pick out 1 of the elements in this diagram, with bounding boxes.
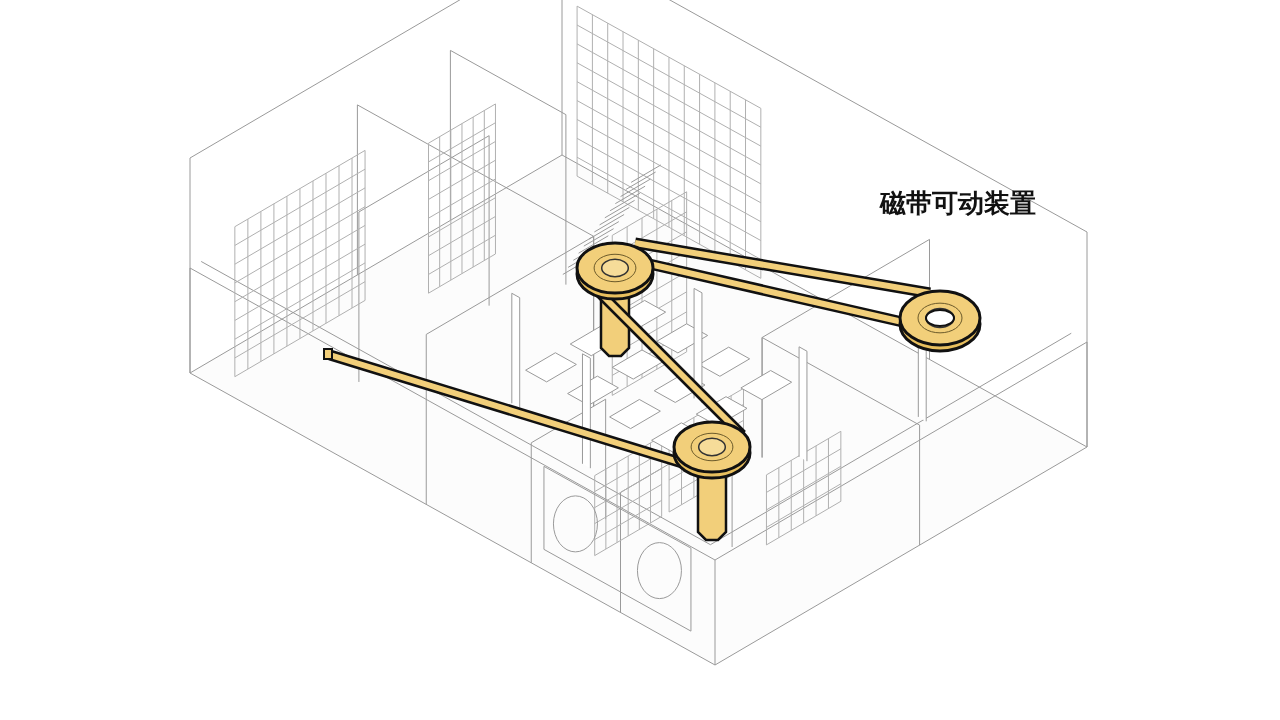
- diagram-title: 磁带可动装置: [880, 187, 1036, 220]
